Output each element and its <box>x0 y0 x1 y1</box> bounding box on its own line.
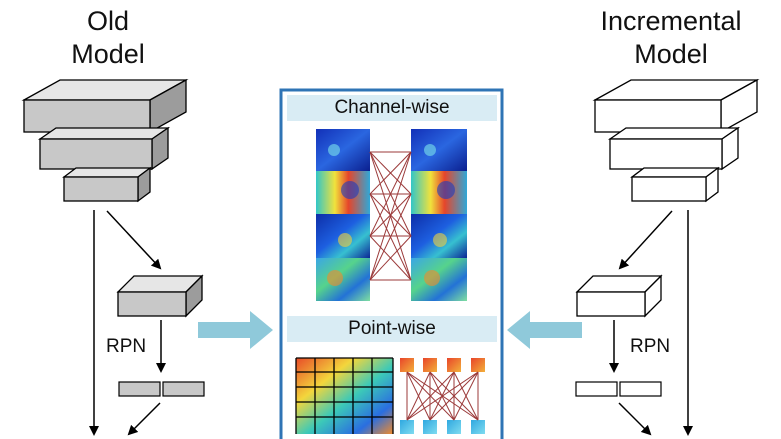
incremental-model-title-line2: Model <box>634 39 708 69</box>
point-links <box>406 371 479 421</box>
incremental-model-backbone <box>592 78 760 203</box>
incremental-model-arrows <box>609 210 693 436</box>
old-model-arrows <box>89 210 166 436</box>
incremental-model-rpn-label: RPN <box>630 336 671 357</box>
point-wise-header: Point-wise <box>348 318 436 339</box>
channel-maps-right <box>411 129 467 301</box>
old-model-proposals <box>118 381 205 397</box>
old-model-title-line2: Model <box>71 39 145 69</box>
distill-arrow-right <box>507 311 582 349</box>
incremental-model-roi-feature <box>575 274 663 318</box>
incremental-model-proposals <box>575 381 662 397</box>
point-tokens-bottom <box>400 420 485 434</box>
old-model-rpn-label: RPN <box>106 336 147 357</box>
old-model-roi-feature <box>116 274 204 318</box>
channel-wise-header: Channel-wise <box>334 97 450 118</box>
channel-links <box>369 151 412 281</box>
distill-arrow-left <box>198 311 273 349</box>
old-model-title-line1: Old <box>86 6 130 36</box>
point-tokens-top <box>400 358 485 372</box>
point-grid-map <box>295 357 394 434</box>
old-model-backbone <box>21 78 189 203</box>
incremental-model-title-line1: Incremental <box>600 6 742 36</box>
channel-maps-left <box>316 129 370 301</box>
